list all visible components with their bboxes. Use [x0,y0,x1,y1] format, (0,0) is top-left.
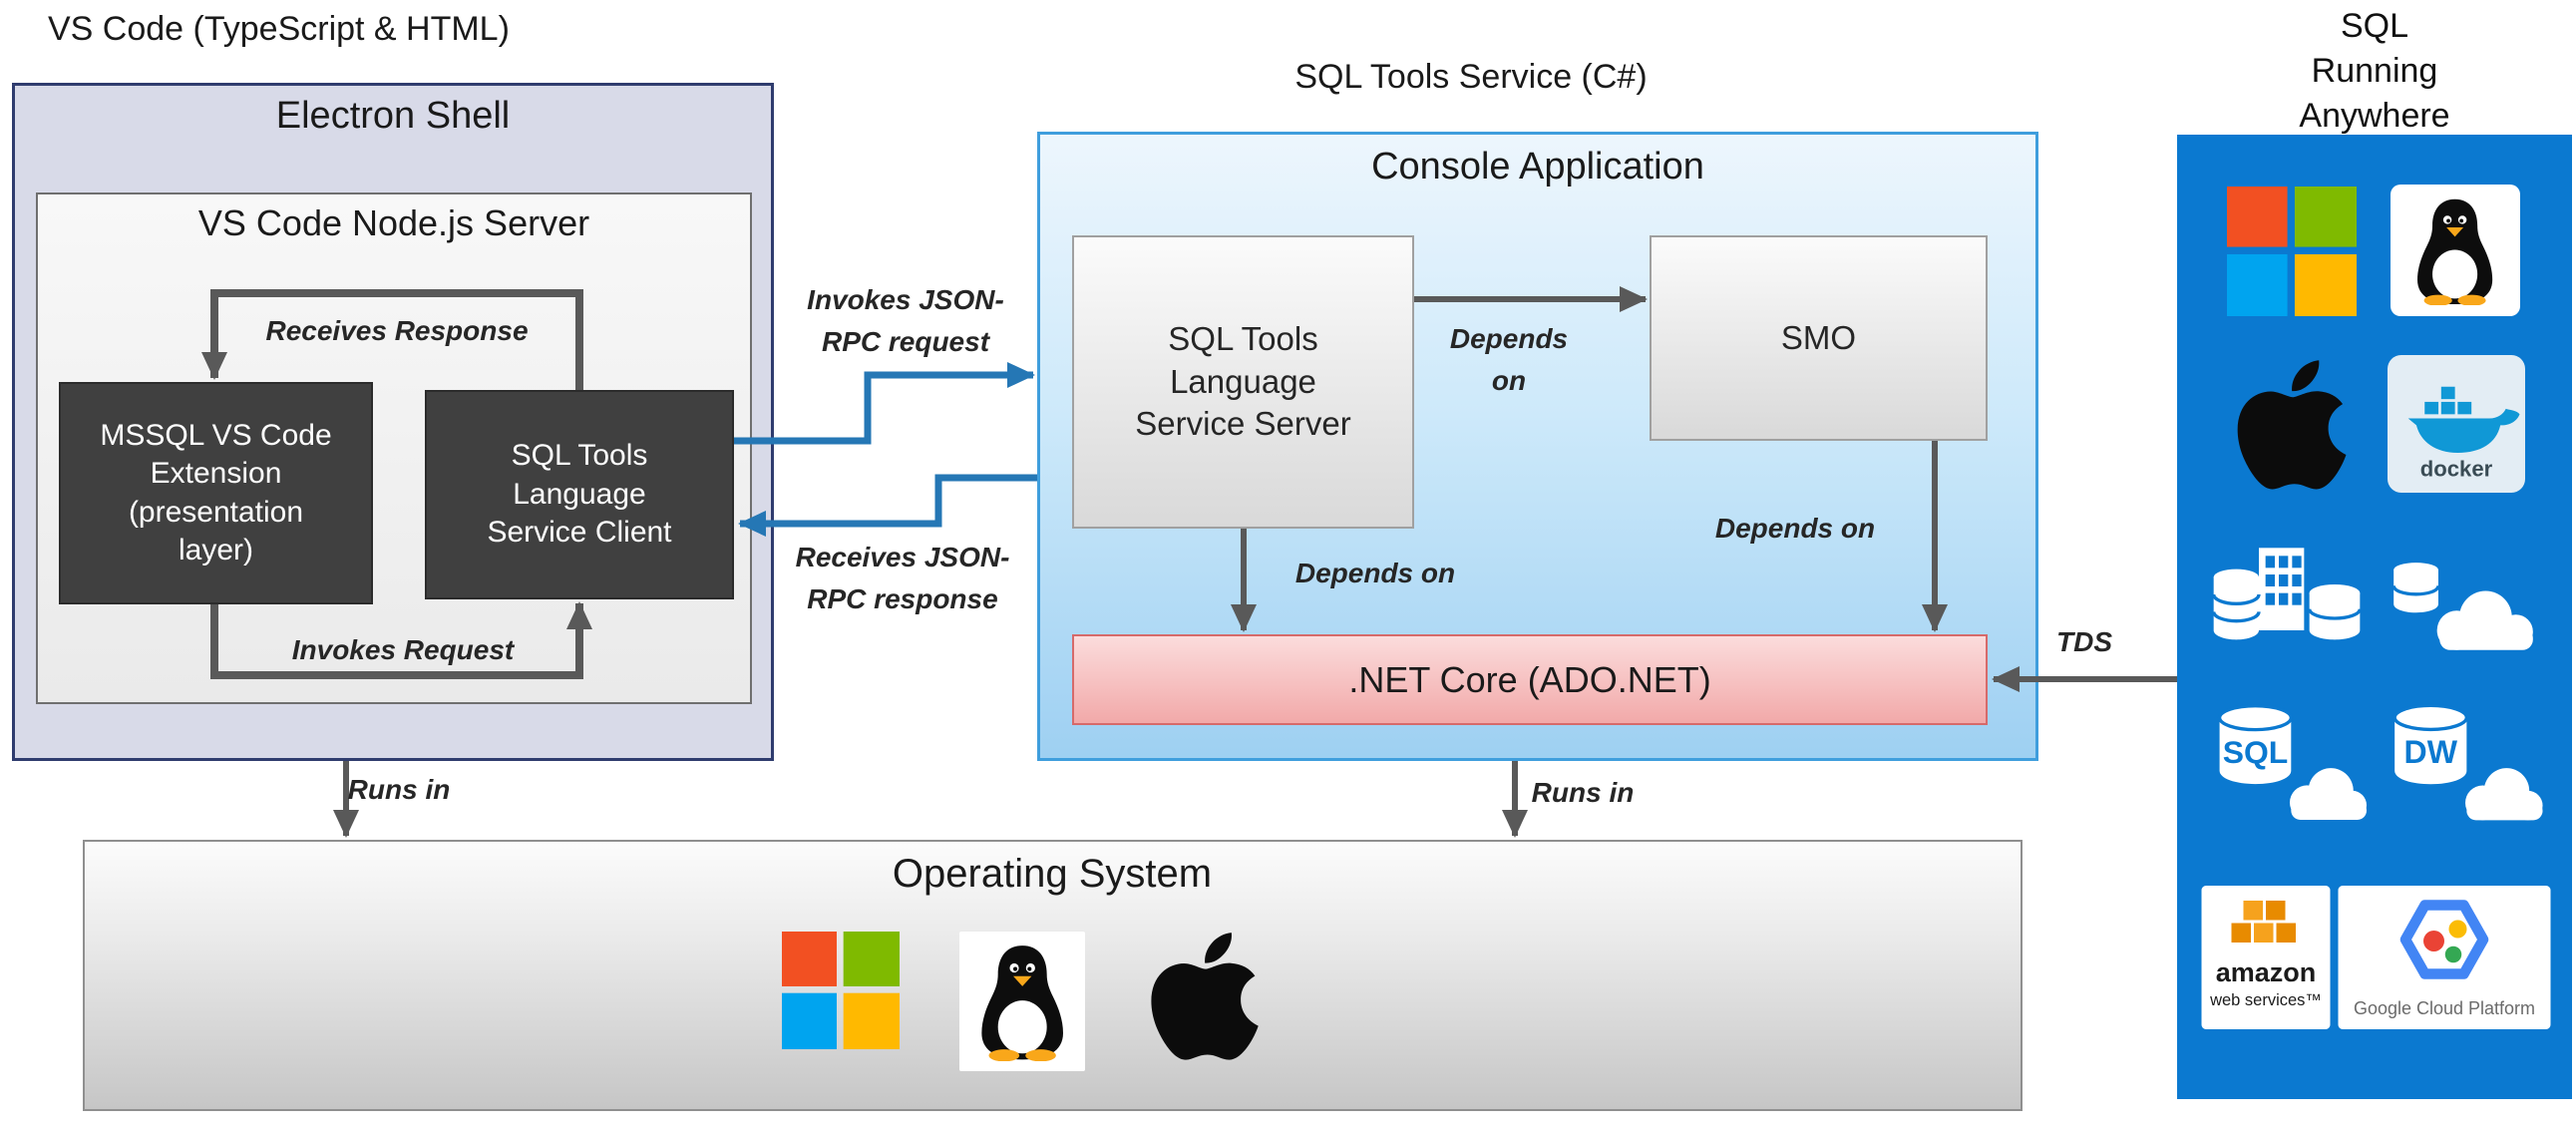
sql-running-anywhere-title-line2: Anywhere [2299,97,2450,135]
apple-icon [2222,351,2362,499]
receives-response-label: Receives Response [265,315,529,346]
invokes-jsonrpc-label: Invokes JSON- RPC request [807,279,1004,363]
aws-icon: amazon web services™ [2201,886,2331,1029]
docker-label: docker [2420,456,2493,481]
depends-on-smo-label: Depends on [1714,513,1876,544]
dotnet-core-box: .NET Core (ADO.NET) [1072,634,1988,725]
depends-on-server-label: Depends on [1294,558,1456,588]
sql-running-anywhere-title: SQL Running Anywhere [2274,4,2475,139]
sql-tools-client-line: Language [513,477,646,511]
sql-running-anywhere-title-line1: SQL Running [2311,7,2438,90]
aws-label-line2: web services™ [2209,991,2322,1009]
sql-server-icon [2203,541,2371,672]
invokes-jsonrpc-arrow [734,362,1035,445]
linux-tux-icon [959,932,1085,1071]
mssql-extension-box: MSSQL VS Code Extension (presentation la… [59,382,373,604]
runs-in-center-label: Runs in [1531,777,1635,808]
receives-jsonrpc-label-line2: RPC response [807,583,998,614]
receives-jsonrpc-label-line1: Receives JSON- [795,542,1010,572]
receives-jsonrpc-label: Receives JSON- RPC response [796,537,1010,620]
sql-tools-client-line: SQL Tools [511,439,648,473]
invokes-request-label: Invokes Request [291,634,515,665]
dotnet-core-label: .NET Core (ADO.NET) [1348,658,1711,700]
mssql-extension-line: Extension [150,457,282,491]
windows-icon [782,931,900,1050]
vscode-node-server-title: VS Code Node.js Server [197,202,590,243]
azure-sql-db-cloud-icon [2381,547,2546,664]
sql-running-anywhere-panel: docker [2177,135,2572,1099]
linux-tux-icon [2391,185,2520,316]
apple-icon [1147,924,1263,1069]
mssql-extension-line: MSSQL VS Code [100,418,332,452]
operating-system-title: Operating System [892,852,1213,896]
windows-icon [2226,187,2358,316]
receives-jsonrpc-arrow [738,474,1037,537]
sql-db-label: SQL [2223,734,2289,770]
dw-db-label: DW [2404,734,2458,770]
smo-box: SMO [1650,235,1988,441]
vscode-section-title: VS Code (TypeScript & HTML) [48,10,510,48]
invokes-jsonrpc-label-line2: RPC request [821,326,990,357]
console-application-title: Console Application [1371,146,1704,188]
runs-in-left-label: Runs in [347,774,451,805]
tds-label: TDS [2056,626,2112,657]
electron-shell-title: Electron Shell [275,95,511,137]
depends-on-horizontal-label: Depends on [1450,318,1568,402]
mssql-extension-line: (presentation [128,495,304,529]
dw-db-cloud-icon: DW [2376,696,2547,827]
aws-label-line1: amazon [2216,957,2317,987]
mssql-extension-line: layer) [178,533,253,567]
sql-tools-service-client-box: SQL Tools Language Service Client [425,390,734,599]
invokes-jsonrpc-label-line1: Invokes JSON- [807,284,1004,315]
sql-tools-server-line: Service Server [1135,405,1351,443]
depends-on-line1: Depends [1449,323,1569,354]
sql-tools-client-line: Service Client [487,516,672,550]
smo-label: SMO [1780,318,1857,356]
sql-tools-language-service-server-box: SQL Tools Language Service Server [1072,235,1414,529]
gcp-label: Google Cloud Platform [2354,998,2535,1018]
docker-icon: docker [2388,355,2525,493]
sql-tools-service-section-title: SQL Tools Service (C#) [1294,58,1648,96]
sql-tools-server-line: Language [1170,362,1316,400]
depends-on-line2: on [1491,365,1527,396]
sql-db-cloud-icon: SQL [2201,696,2371,827]
gcp-icon: Google Cloud Platform [2338,886,2551,1029]
sql-tools-server-line: SQL Tools [1168,319,1318,357]
